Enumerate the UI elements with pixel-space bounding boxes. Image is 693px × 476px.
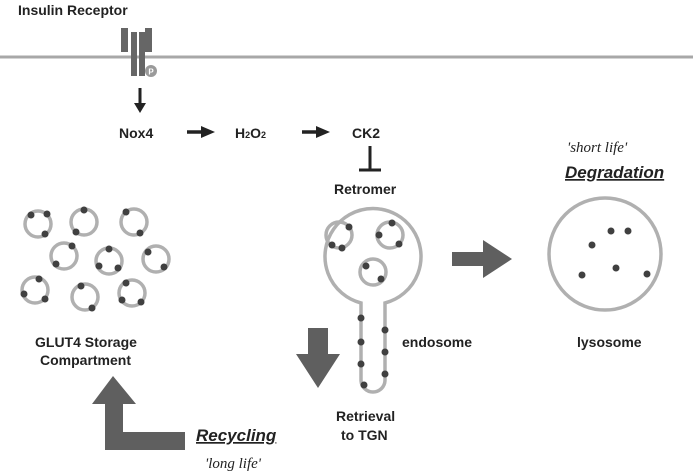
retrieval-label-line1: Retrieval xyxy=(336,408,395,424)
lysosome-dots xyxy=(578,227,651,279)
lysosome-label: lysosome xyxy=(577,334,642,350)
glut4-label-line2: Compartment xyxy=(40,352,131,368)
storage-vesicle xyxy=(141,244,171,274)
arrow-h2o2-to-ck2 xyxy=(302,126,330,138)
endosome-vesicles xyxy=(324,219,405,287)
storage-vesicle xyxy=(119,207,149,237)
phosphate-label: P xyxy=(148,68,154,77)
arrow-receptor-to-nox4 xyxy=(134,88,146,113)
storage-vesicle xyxy=(23,209,53,239)
recycling-label: Recycling xyxy=(196,426,277,445)
storage-vesicle xyxy=(94,245,124,276)
phosphate-icon xyxy=(145,65,157,77)
retromer-label: Retromer xyxy=(334,181,397,197)
endosome-membrane xyxy=(323,206,423,394)
insulin-receptor-label: Insulin Receptor xyxy=(18,2,128,18)
storage-vesicle xyxy=(69,206,99,237)
tubule-dots xyxy=(357,314,389,389)
storage-vesicle xyxy=(70,282,100,312)
storage-vesicle xyxy=(117,278,147,308)
glut4-storage-vesicles xyxy=(20,206,171,312)
ck2-label: CK2 xyxy=(352,125,380,141)
nox4-label: Nox4 xyxy=(119,125,153,141)
glut4-label-line1: GLUT4 Storage xyxy=(35,334,137,350)
arrow-recycling xyxy=(92,376,185,450)
long-life-label: 'long life' xyxy=(205,456,262,472)
storage-vesicle xyxy=(49,241,79,271)
insulin-receptor-icon: P xyxy=(121,28,157,77)
retrieval-label-line2: to TGN xyxy=(341,427,388,443)
arrow-retrieval-down xyxy=(296,328,340,388)
short-life-label: 'short life' xyxy=(567,140,628,156)
degradation-label: Degradation xyxy=(565,163,664,182)
inhibition-ck2-retromer xyxy=(359,146,381,172)
h2o2-label: H2O2 xyxy=(235,125,266,141)
endosome-label: endosome xyxy=(402,334,472,350)
arrow-nox4-to-h2o2 xyxy=(187,126,215,138)
lysosome xyxy=(547,196,663,312)
storage-vesicle xyxy=(20,275,50,305)
arrow-to-degradation xyxy=(452,240,512,278)
